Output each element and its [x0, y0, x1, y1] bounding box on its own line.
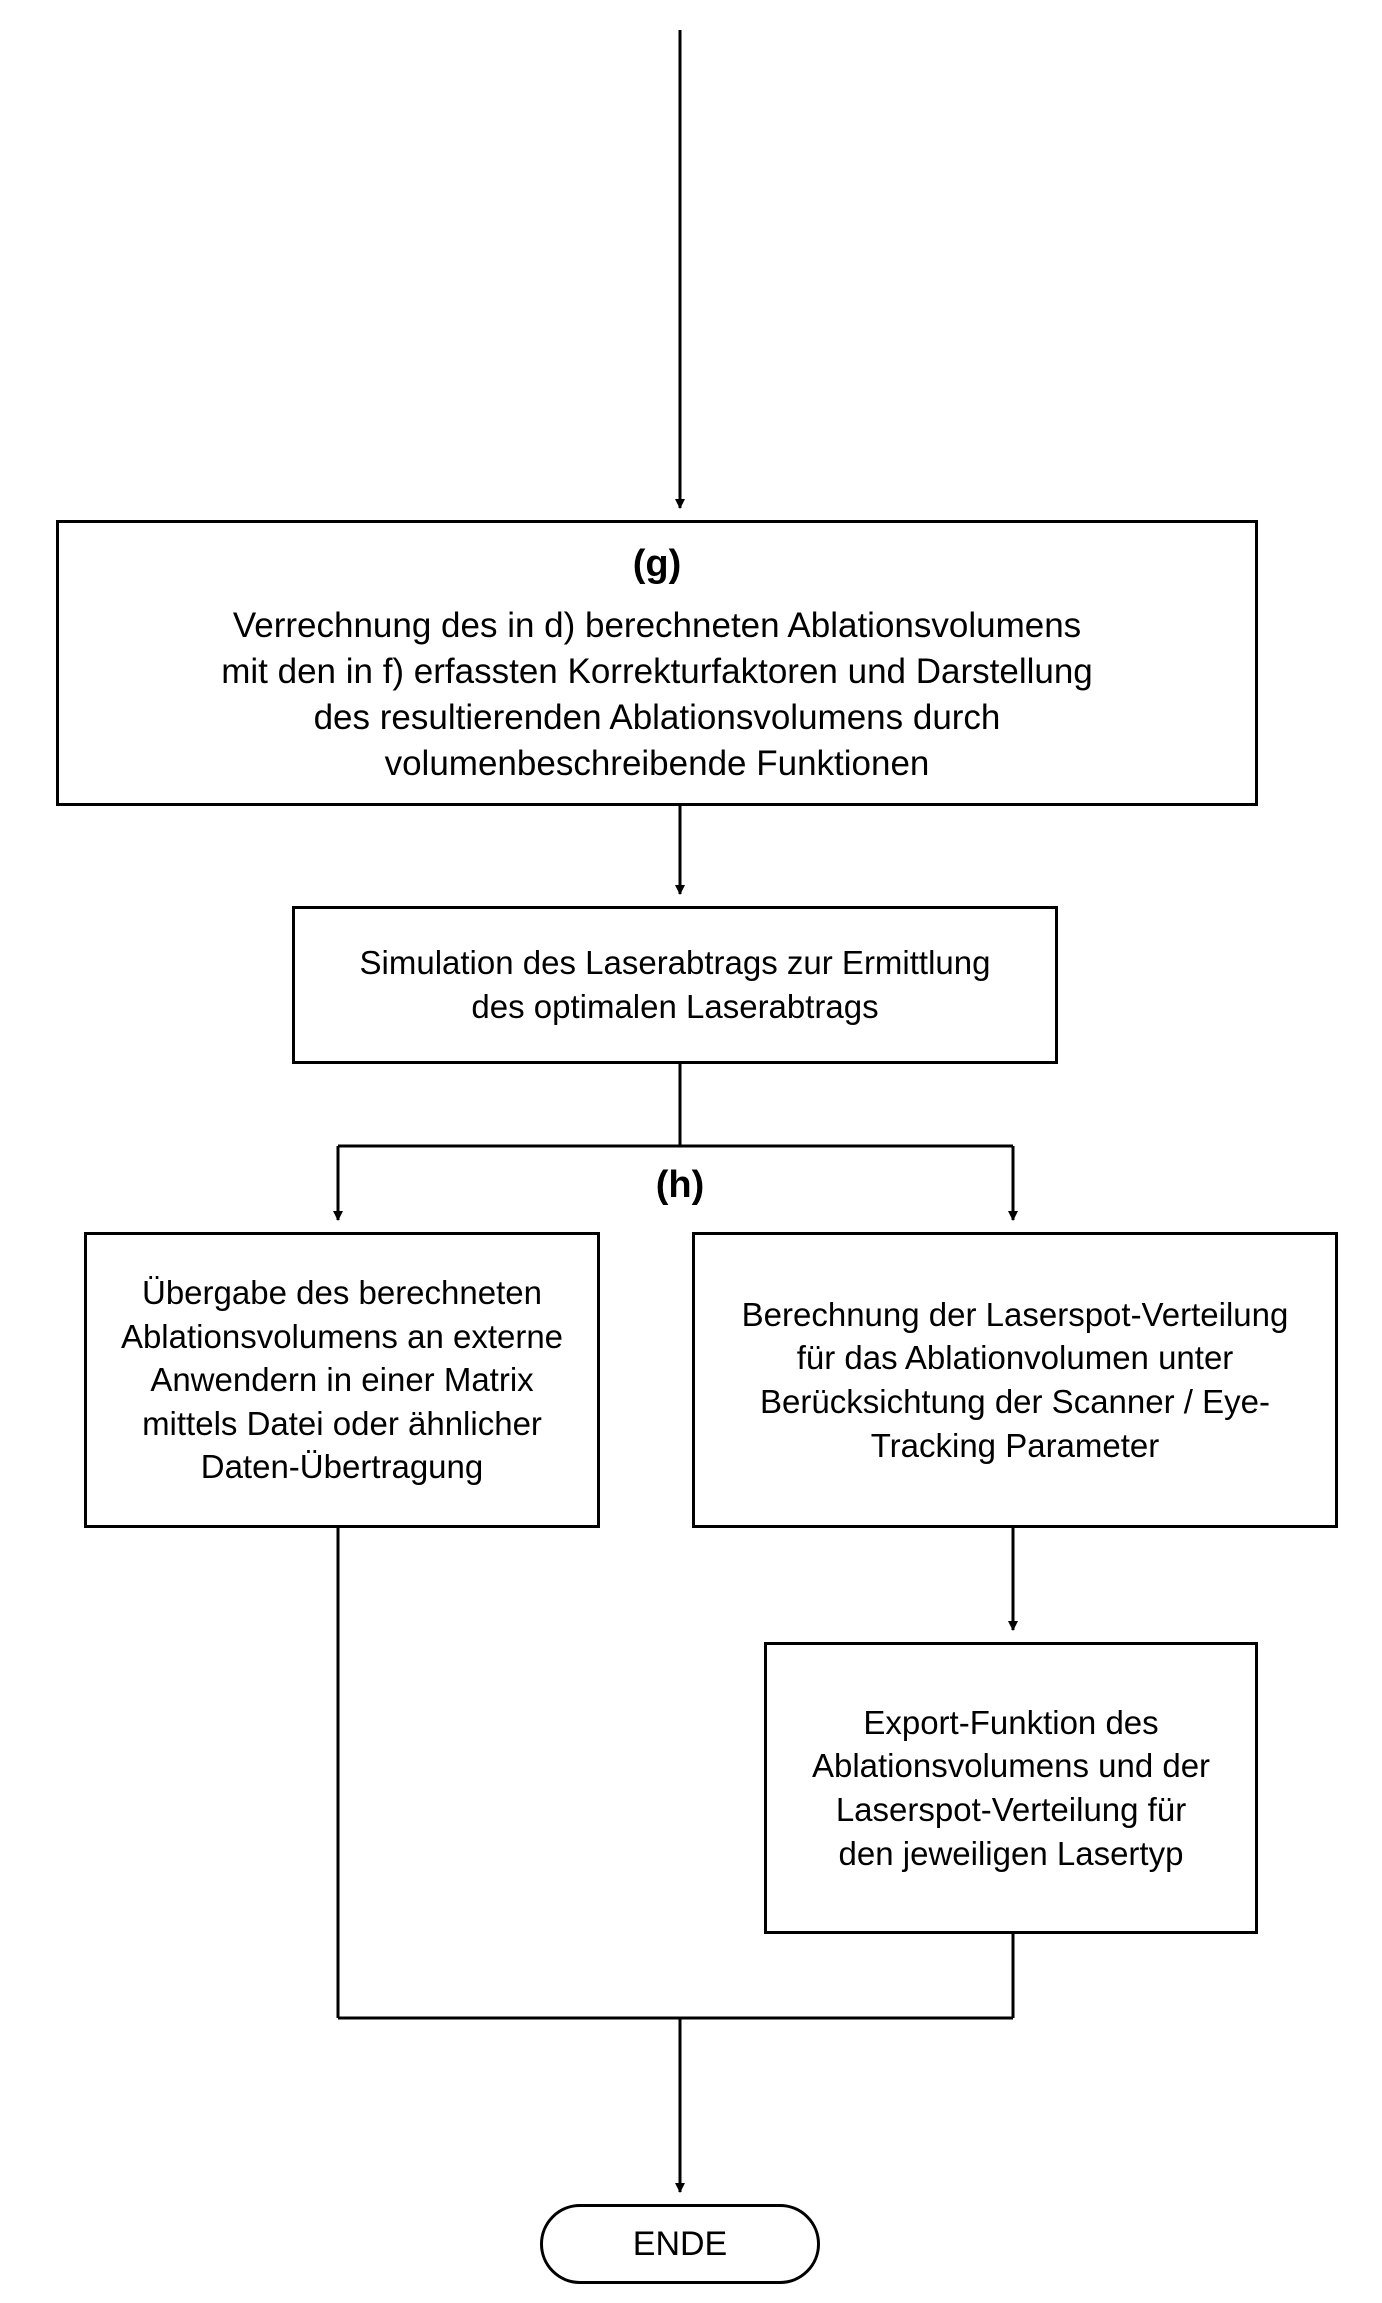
process-box-export: Export-Funktion des Ablationsvolumens un…: [764, 1642, 1258, 1934]
step-g-label: (g): [633, 539, 682, 589]
laserspot-calc-text: Berechnung der Laserspot-Verteilung für …: [742, 1293, 1289, 1467]
end-terminal: ENDE: [540, 2204, 820, 2284]
process-box-laserspot-calculation: Berechnung der Laserspot-Verteilung für …: [692, 1232, 1338, 1528]
process-box-simulation: Simulation des Laserabtrags zur Ermittlu…: [292, 906, 1058, 1064]
process-box-step-g: (g) Verrechnung des in d) berechneten Ab…: [56, 520, 1258, 806]
step-h-label: (h): [620, 1164, 740, 1207]
transfer-text: Übergabe des berechneten Ablationsvolume…: [121, 1271, 563, 1489]
step-g-text: Verrechnung des in d) berechneten Ablati…: [221, 603, 1093, 788]
process-box-transfer: Übergabe des berechneten Ablationsvolume…: [84, 1232, 600, 1528]
export-text: Export-Funktion des Ablationsvolumens un…: [812, 1701, 1210, 1875]
simulation-text: Simulation des Laserabtrags zur Ermittlu…: [360, 941, 991, 1028]
